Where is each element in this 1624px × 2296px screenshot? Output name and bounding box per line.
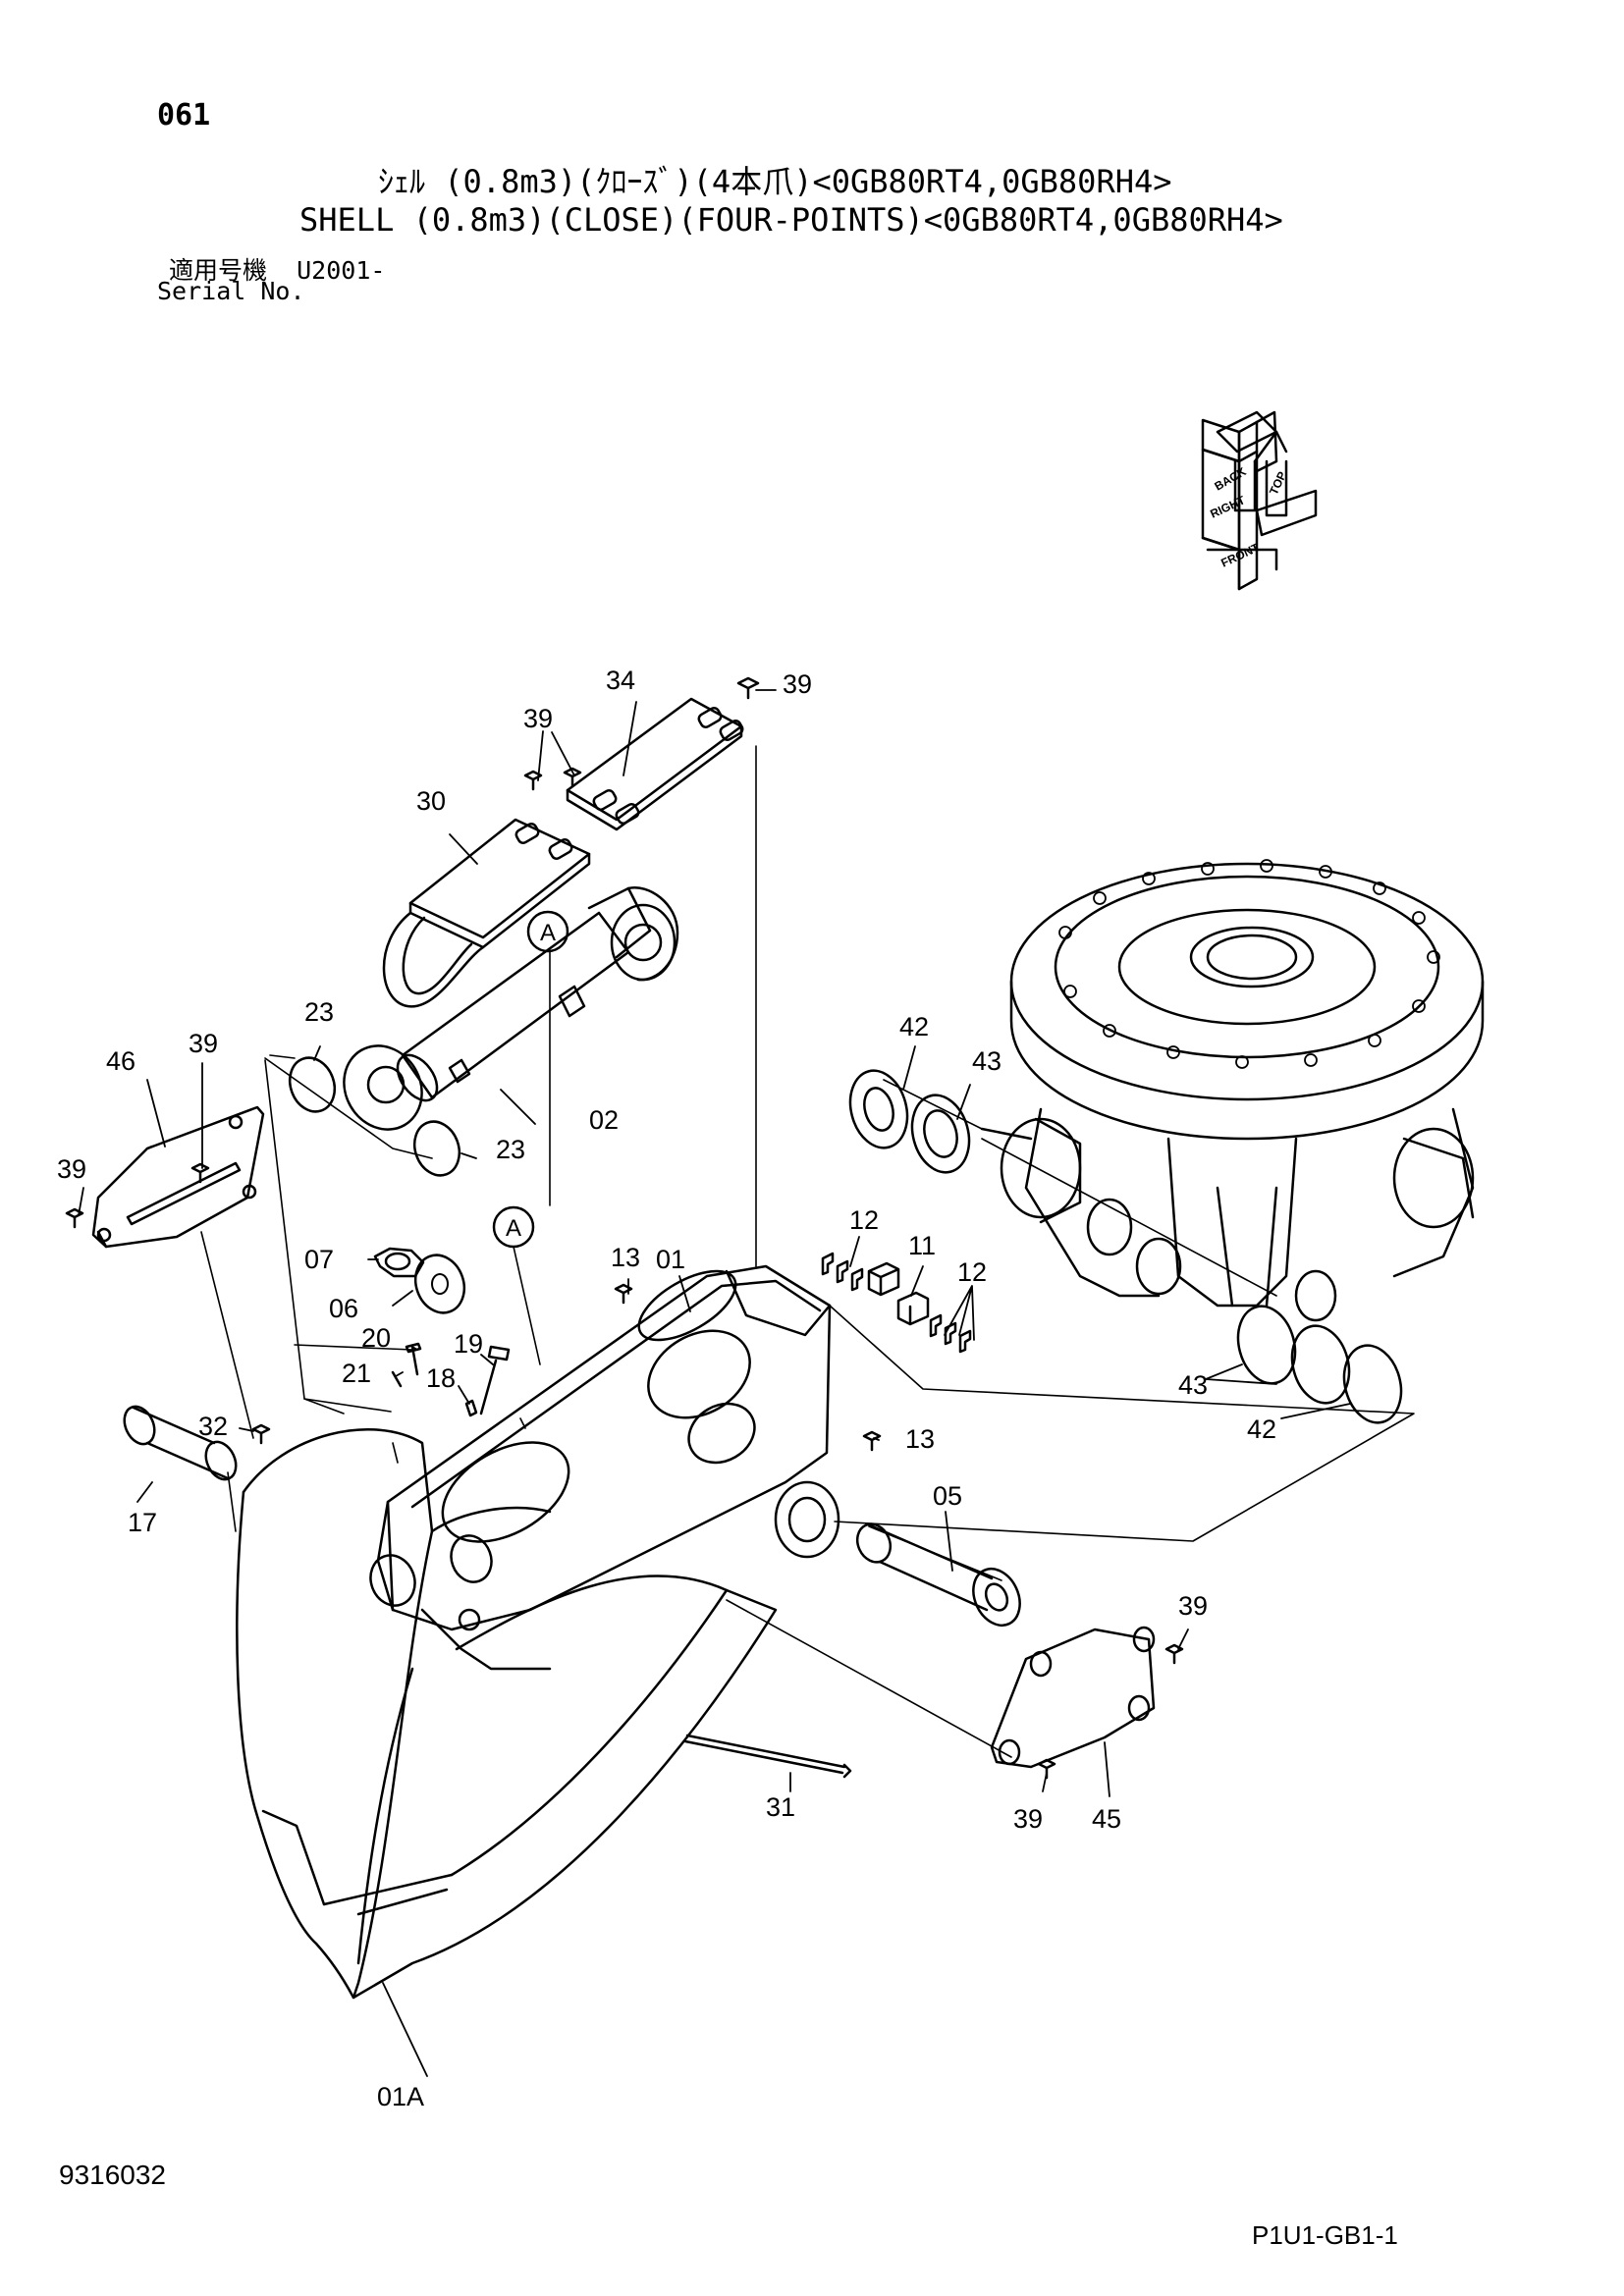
part-46-plate [91,1105,265,1249]
ref-a-lower-label: A [506,1215,521,1242]
direction-back-label: BACK [1213,464,1249,494]
callout-34: 34 [606,666,635,695]
washer-43-lower-icon-a [1236,1305,1297,1385]
callout-43-lower: 43 [1178,1370,1208,1400]
callout-42-lower: 42 [1247,1415,1276,1444]
part-34-plate [566,697,744,831]
pin-21-icon [391,1370,403,1388]
part-12-upper-icon [821,1252,864,1292]
page-number: 061 [157,98,211,133]
part-11-upper-icon [867,1261,900,1297]
serial-label-japanese: 適用号機 U2001- [169,251,385,287]
pin-05-icon [855,1522,1021,1627]
title-english: SHELL (0.8m3)(CLOSE)(FOUR-POINTS)<0GB80R… [299,201,1283,239]
callout-39-left: 39 [57,1154,86,1184]
callout-17: 17 [128,1508,157,1537]
callout-12-right: 12 [957,1257,987,1287]
bolt-19-icon [479,1345,511,1415]
part-30-plate [382,818,591,1008]
ref-a-upper-label: A [540,920,556,946]
callout-21: 21 [342,1359,371,1388]
bolt-39-icon [65,676,1184,1780]
washer-43-lower-icon-b [1290,1324,1351,1405]
callout-06: 06 [329,1294,358,1323]
callout-39-left-top: 39 [189,1029,218,1058]
callout-01: 01 [656,1245,685,1274]
bolt-20-icon [405,1342,422,1376]
callout-31: 31 [766,1792,795,1822]
callout-39-right-upper: 39 [1178,1591,1208,1621]
callout-20: 20 [361,1323,391,1353]
washer-06-icon [413,1254,466,1314]
callout-02: 02 [589,1105,619,1135]
orientation-arrow-icon [1201,410,1318,591]
callout-39-top-right: 39 [783,669,812,699]
washer-23-lower-icon [412,1120,461,1177]
callout-42-upper: 42 [899,1012,929,1041]
callout-01a: 01A [377,2082,424,2111]
callout-11: 11 [908,1231,936,1260]
washer-42-upper-icon [848,1069,909,1149]
pin-18-icon [464,1399,478,1417]
callout-43-upper: 43 [972,1046,1001,1076]
rotary-head-assembly [980,859,1485,1322]
part-12-lower-icon [929,1313,972,1354]
callout-32: 32 [198,1412,228,1441]
callout-05: 05 [933,1481,962,1511]
callout-23-lower: 23 [496,1135,525,1164]
serial-label-jp-text: 適用号機 [169,256,268,285]
callout-18: 18 [426,1363,456,1393]
ref-a-upper-circle [526,910,569,953]
title-japanese: ｼｪﾙ (0.8m3)(ｸﾛｰｽﾞ)(4本爪)<0GB80RT4,0GB80RH… [378,163,1172,200]
serial-value: U2001- [297,256,386,285]
frame-01-body [369,1264,840,1671]
leader-lines [78,689,1351,2077]
serial-label-english: Serial No. [157,277,305,305]
callout-07: 07 [304,1245,334,1274]
washer-43-upper-icon [910,1094,971,1174]
callout-30: 30 [416,786,446,816]
callout-45: 45 [1092,1804,1121,1834]
washer-23-left-icon [288,1056,337,1113]
shell-01a-body [236,1428,778,2000]
callout-39-right-lower: 39 [1013,1804,1043,1834]
hydraulic-cylinder-02 [343,885,679,1131]
document-number: 9316032 [59,2160,167,2190]
callout-13-mid: 13 [905,1424,935,1454]
washer-42-lower-icon [1342,1344,1403,1424]
callout-23-left: 23 [304,997,334,1027]
callout-19: 19 [454,1329,483,1359]
pin-31-icon [683,1734,852,1779]
callout-39-top: 39 [523,704,553,733]
part-45-plate [990,1626,1156,1769]
part-11-lower-icon [896,1291,930,1326]
direction-right-label: RIGHT [1208,493,1247,521]
callout-13-top: 13 [611,1243,640,1272]
assembly-lines [200,745,1415,1758]
nut-07-icon [373,1247,425,1278]
page-code: P1U1-GB1-1 [1252,2220,1398,2250]
callout-12-top: 12 [849,1205,879,1235]
callout-46: 46 [106,1046,135,1076]
